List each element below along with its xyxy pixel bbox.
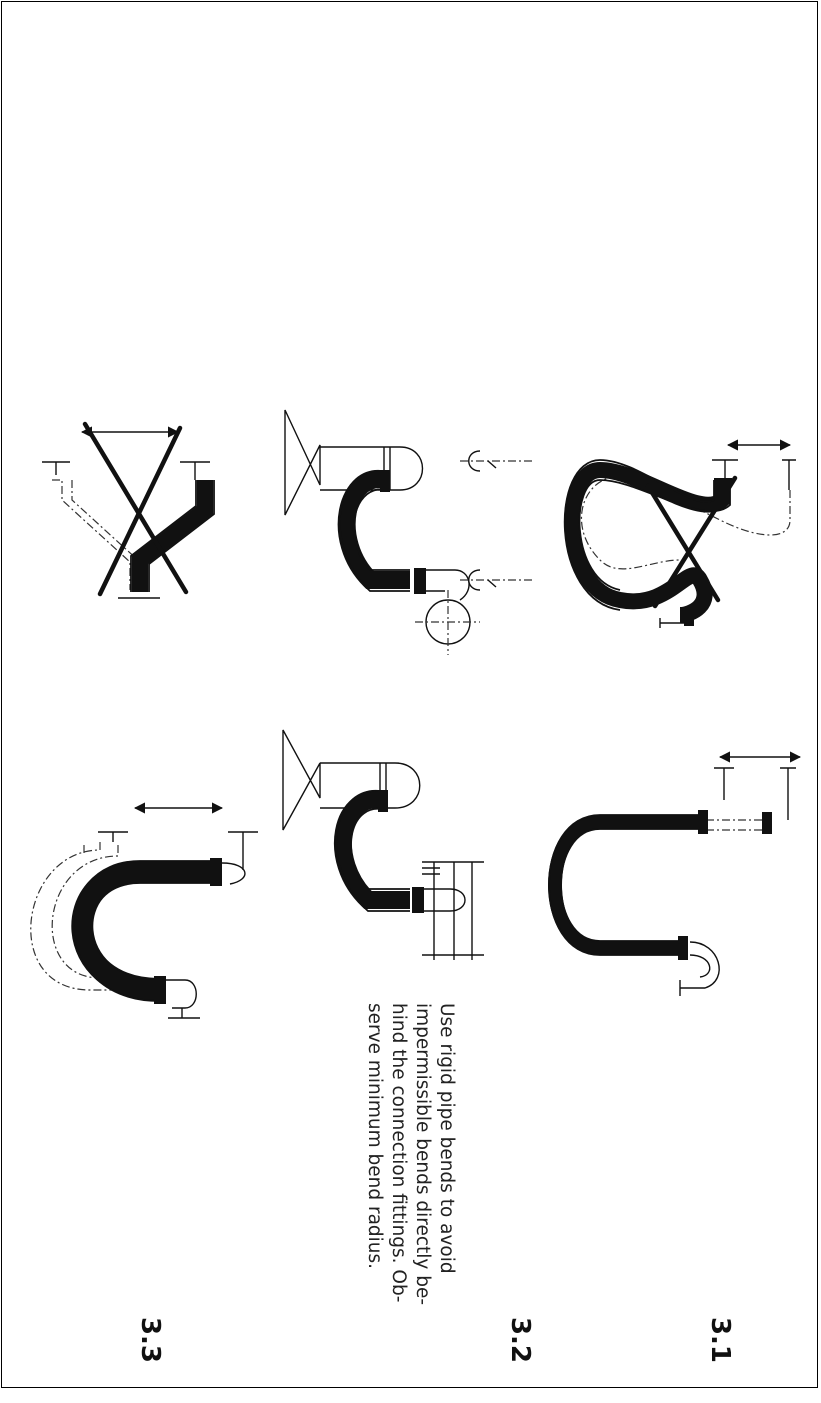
- caption-line-2: impermissible bends directly be-: [412, 1003, 433, 1306]
- fig-3-3-incorrect-drawing: [42, 421, 215, 599]
- figure-label-3-3: 3.3: [135, 1316, 165, 1364]
- caption-line-3: hind the connection fittings. Ob-: [388, 1003, 409, 1303]
- figure-label-3-2: 3.2: [505, 1316, 535, 1364]
- fig-3-3-correct-drawing: [30, 802, 258, 1019]
- caption-line-1: Use rigid pipe bends to avoid: [436, 1003, 457, 1274]
- figure-label-3-1: 3.1: [705, 1316, 735, 1364]
- fig-3-1-incorrect-drawing: [563, 439, 796, 628]
- fig-3-2-incorrect-drawing: [284, 409, 535, 655]
- fig-3-2-correct-drawing: [282, 729, 484, 960]
- caption-line-4: serve minimum bend radius.: [364, 1003, 385, 1270]
- fig-3-1-correct-drawing: [548, 751, 802, 996]
- caption-text: Use rigid pipe bends to avoid impermissi…: [308, 1003, 458, 1403]
